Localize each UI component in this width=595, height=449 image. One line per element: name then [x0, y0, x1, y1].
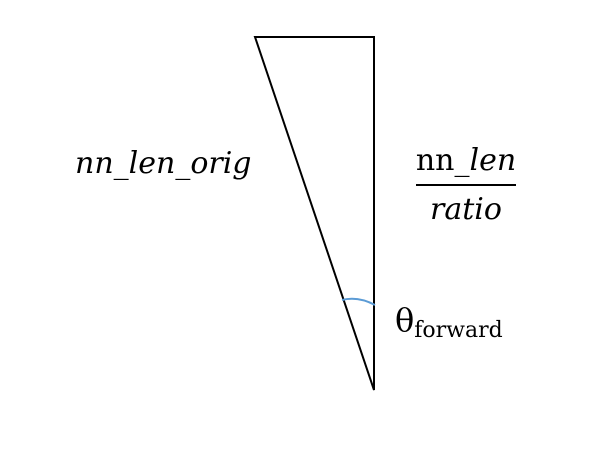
theta-subscript: forward — [414, 318, 502, 343]
hypotenuse-label: nn_len_orig — [75, 146, 252, 181]
theta-symbol: θ — [395, 301, 414, 339]
angle-arc — [341, 297, 376, 306]
angle-label: θforward — [395, 301, 503, 343]
right-triangle — [253, 36, 375, 391]
numerator-italic: len — [469, 143, 516, 178]
fraction-numerator: nn_len — [416, 143, 516, 178]
fraction-denominator: ratio — [430, 192, 502, 227]
numerator-upright: nn_ — [416, 143, 470, 178]
